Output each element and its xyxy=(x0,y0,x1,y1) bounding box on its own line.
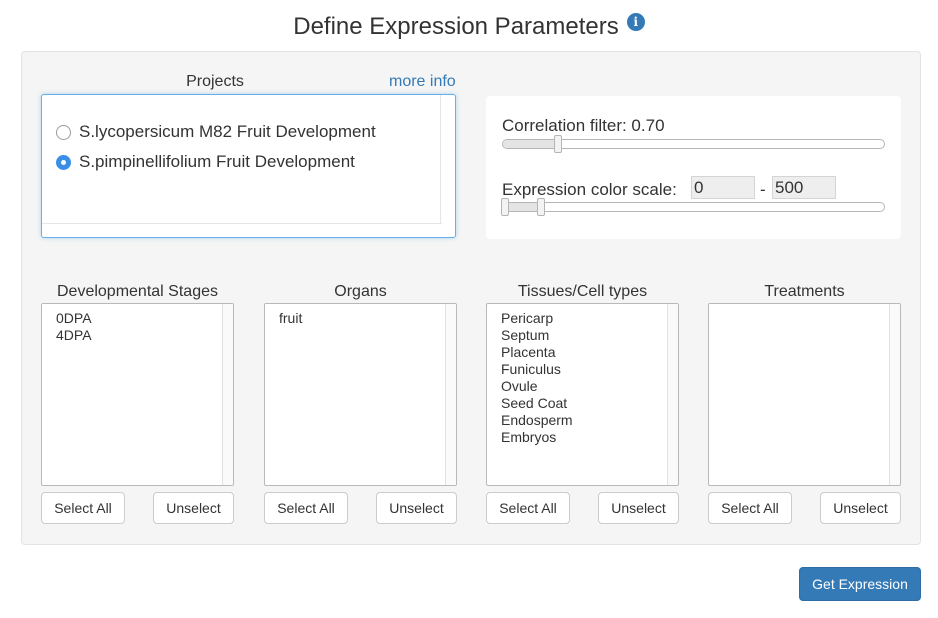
radio-button[interactable] xyxy=(56,124,71,140)
list-item[interactable]: Pericarp xyxy=(501,310,554,326)
treatments-list[interactable] xyxy=(708,303,901,486)
correlation-slider[interactable] xyxy=(502,135,885,153)
projects-divider xyxy=(42,223,442,224)
info-icon[interactable]: i xyxy=(626,13,645,31)
treatments-unselect-button[interactable]: Unselect xyxy=(820,492,901,524)
list-scrollbar[interactable] xyxy=(445,304,456,485)
organs-list[interactable]: fruit xyxy=(264,303,457,486)
stages-select-all-button[interactable]: Select All xyxy=(41,492,125,524)
stages-unselect-button[interactable]: Unselect xyxy=(153,492,234,524)
list-scrollbar[interactable] xyxy=(667,304,678,485)
projects-scrollbar[interactable] xyxy=(440,95,441,223)
color-scale-slider-fill xyxy=(503,203,541,211)
list-item[interactable]: 0DPA xyxy=(56,310,92,326)
color-scale-max-handle[interactable] xyxy=(537,198,545,216)
developmental-stages-list[interactable]: 0DPA 4DPA xyxy=(41,303,234,486)
filters-box: Correlation filter: 0.70 Expression colo… xyxy=(486,96,901,239)
list-item[interactable]: 4DPA xyxy=(56,327,92,343)
list-items: 0DPA 4DPA xyxy=(56,310,92,344)
project-option-pimpinellifolium[interactable]: S.pimpinellifolium Fruit Development xyxy=(56,150,355,174)
organs-unselect-button[interactable]: Unselect xyxy=(376,492,457,524)
color-scale-min-handle[interactable] xyxy=(501,198,509,216)
tissues-unselect-button[interactable]: Unselect xyxy=(598,492,679,524)
list-item[interactable]: Funiculus xyxy=(501,361,561,377)
get-expression-button[interactable]: Get Expression xyxy=(799,567,921,601)
list-item[interactable]: Endosperm xyxy=(501,412,573,428)
color-scale-label: Expression color scale: xyxy=(502,180,677,199)
page-title: Define Expression Parameters i xyxy=(0,10,938,44)
color-scale-dash: - xyxy=(760,180,766,199)
tissues-list[interactable]: Pericarp Septum Placenta Funiculus Ovule… xyxy=(486,303,679,486)
project-option-label: S.lycopersicum M82 Fruit Development xyxy=(79,122,376,141)
projects-list: S.lycopersicum M82 Fruit Development S.p… xyxy=(41,94,456,238)
list-item[interactable]: Seed Coat xyxy=(501,395,568,411)
treatments-select-all-button[interactable]: Select All xyxy=(708,492,792,524)
project-option-label: S.pimpinellifolium Fruit Development xyxy=(79,152,355,171)
list-item[interactable]: fruit xyxy=(279,310,303,326)
list-item[interactable]: Ovule xyxy=(501,378,538,394)
tissues-select-all-button[interactable]: Select All xyxy=(486,492,570,524)
list-items: Pericarp Septum Placenta Funiculus Ovule… xyxy=(501,310,573,446)
color-scale-min-input[interactable] xyxy=(691,176,755,199)
treatments-label: Treatments xyxy=(764,283,845,300)
color-scale-max-input[interactable] xyxy=(772,176,836,199)
tissues-label: Tissues/Cell types xyxy=(517,283,648,300)
developmental-stages-label: Developmental Stages xyxy=(57,283,218,300)
list-items: fruit xyxy=(279,310,302,327)
correlation-slider-fill xyxy=(503,140,558,148)
list-item[interactable]: Placenta xyxy=(501,344,556,360)
radio-button-selected[interactable] xyxy=(56,154,71,170)
organs-select-all-button[interactable]: Select All xyxy=(264,492,348,524)
project-option-m82[interactable]: S.lycopersicum M82 Fruit Development xyxy=(56,120,376,144)
list-scrollbar[interactable] xyxy=(889,304,900,485)
correlation-filter-label: Correlation filter: 0.70 xyxy=(502,116,665,135)
page-title-text: Define Expression Parameters xyxy=(293,13,619,40)
projects-label: Projects xyxy=(186,73,244,90)
list-scrollbar[interactable] xyxy=(222,304,233,485)
color-scale-slider[interactable] xyxy=(501,198,885,216)
correlation-slider-handle[interactable] xyxy=(554,135,562,153)
more-info-link[interactable]: more info xyxy=(389,73,456,90)
organs-label: Organs xyxy=(334,283,387,300)
list-item[interactable]: Embryos xyxy=(501,429,557,445)
list-item[interactable]: Septum xyxy=(501,327,550,343)
